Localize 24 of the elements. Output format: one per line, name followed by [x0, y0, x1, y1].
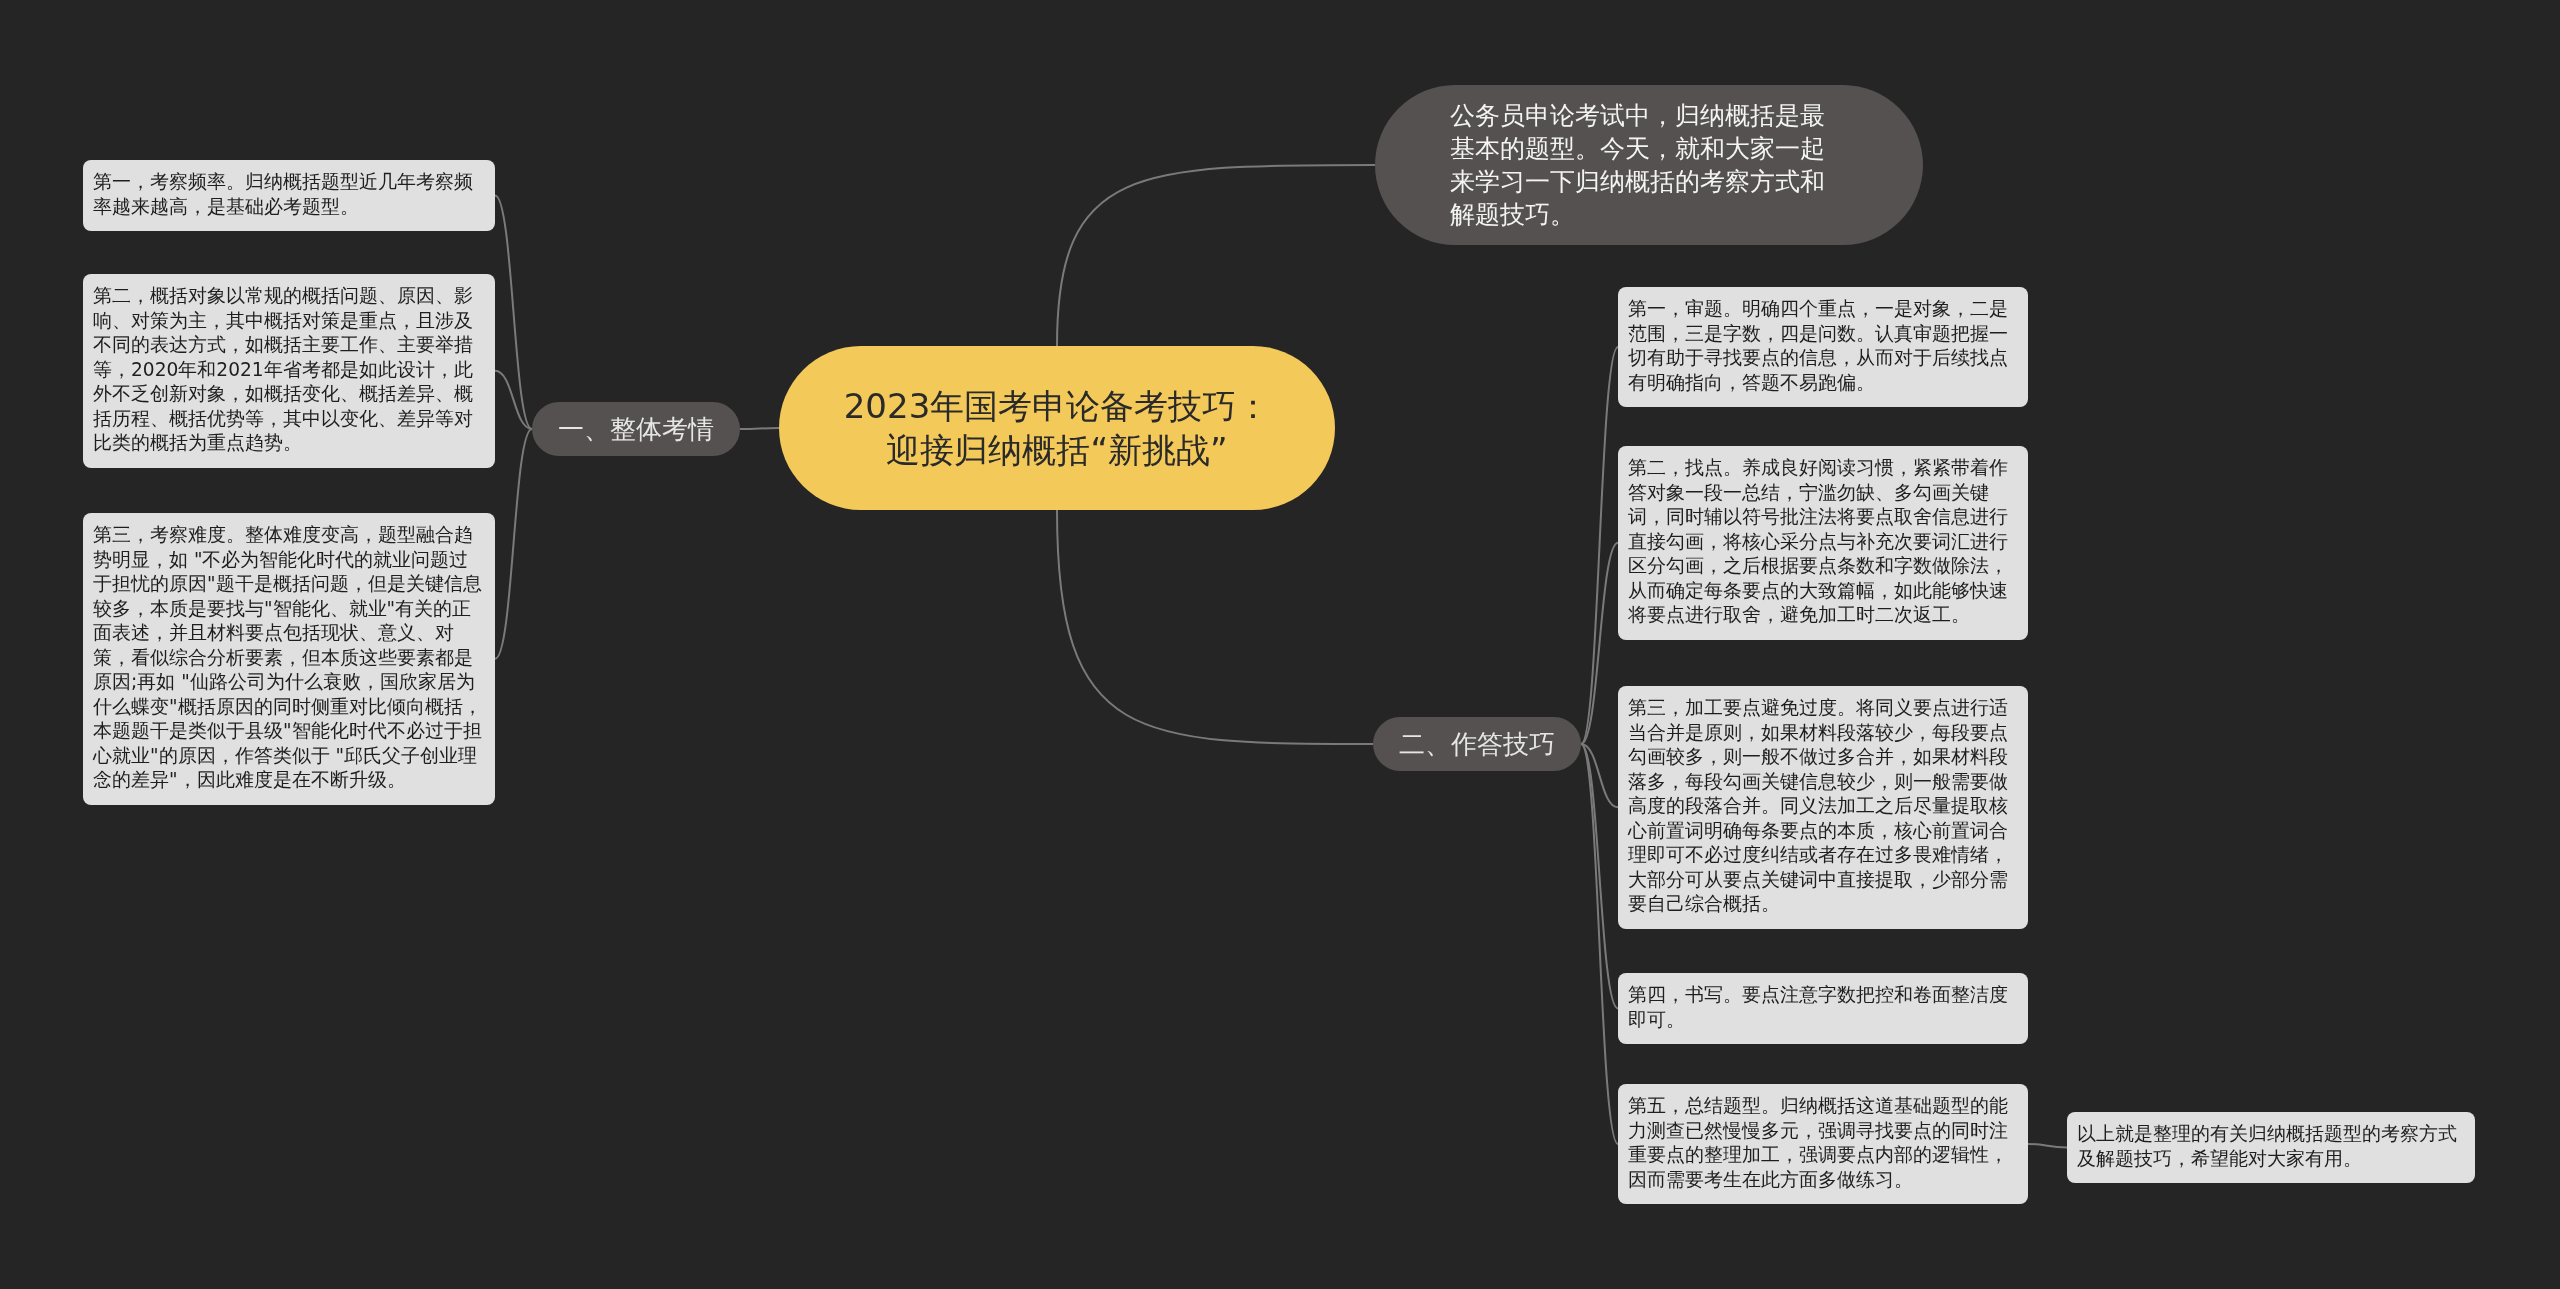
- text-card: 第四，书写。要点注意字数把控和卷面整洁度即可。: [1618, 973, 2028, 1044]
- connector-line: [1580, 743, 1619, 1010]
- text-card: 第一，考察频率。归纳概括题型近几年考察频率越来越高，是基础必考题型。: [83, 160, 495, 231]
- branch-topic: 一、整体考情: [532, 402, 740, 456]
- text-card: 以上就是整理的有关归纳概括题型的考察方式及解题技巧，希望能对大家有用。: [2067, 1112, 2475, 1183]
- text-card: 第五，总结题型。归纳概括这道基础题型的能力测查已然慢慢多元，强调寻找要点的同时注重要点的整理加工，强调要点内部的逻辑性，因而需要考生在此方面多做练习。: [1618, 1084, 2028, 1204]
- connector-line: [1580, 743, 1619, 1145]
- branch-topic: 二、作答技巧: [1373, 717, 1581, 771]
- text-card: 第一，审题。明确四个重点，一是对象，二是范围，三是字数，四是问数。认真审题把握一切有助于寻找要点的信息，从而对于后续找点有明确指向，答题不易跑偏。: [1618, 287, 2028, 407]
- central-topic: 2023年国考申论备考技巧：迎接归纳概括“新挑战”: [779, 346, 1335, 510]
- intro-bubble: 公务员申论考试中，归纳概括是最基本的题型。今天，就和大家一起来学习一下归纳概括的考察方式和解题技巧。: [1375, 85, 1923, 245]
- connector-line: [739, 427, 780, 430]
- connector-line: [494, 369, 533, 430]
- text-card: 第二，找点。养成良好阅读习惯，紧紧带着作答对象一段一总结，宁滥勿缺、多勾画关键词，同时辅以符号批注法将要点取舍信息进行直接勾画，将核心采分点与补充次要词汇进行区分勾画，之后根据要点条数和字数做除法，从而确定每条要点的大致篇幅，如此能够快速将要点进行取舍，避免加工时二次返工。: [1618, 446, 2028, 640]
- connector-line: [494, 194, 533, 430]
- connector-line: [1056, 164, 1376, 347]
- text-card: 第三，加工要点避免过度。将同义要点进行适当合并是原则，如果材料段落较少，每段要点勾画较多，则一般不做过多合并，如果材料段落多，每段勾画关键信息较少，则一般需要做高度的段落合并。同义法加工之后尽量提取核心前置词明确每条要点的本质，核心前置词合理即可不必过度纠结或者存在过多畏难情绪，大部分可从要点关键词中直接提取，少部分需要自己综合概括。: [1618, 686, 2028, 929]
- text-card: 第三，考察难度。整体难度变高，题型融合趋势明显，如 "不必为智能化时代的就业问题过于担忧的原因"题干是概括问题，但是关键信息较多，本质是要找与"智能化、就业"有关的正面表述，并且材料要点包括现状、意义、对策，看似综合分析要素，但本质这些要素都是原因;再如 "仙路公司为什么衰败，国欣家居为什么蝶变"概括原因的同时侧重对比倾向概括，本题题干是类似于县级"智能化时代不必过于担心就业"的原因，作答类似于 "邱氏父子创业理念的差异"，因此难度是在不断升级。: [83, 513, 495, 805]
- connector-line: [1580, 743, 1619, 809]
- connector-line: [494, 428, 533, 660]
- connector-line: [2027, 1143, 2068, 1149]
- connector-line: [1056, 509, 1374, 745]
- text-card: 第二，概括对象以常规的概括问题、原因、影响、对策为主，其中概括对策是重点，且涉及不同的表达方式，如概括主要工作、主要举措等，2020年和2021年省考都是如此设计，此外不乏创新对象，如概括变化、概括差异、概括历程、概括优势等，其中以变化、差异等对比类的概括为重点趋势。: [83, 274, 495, 468]
- connector-line: [1580, 541, 1619, 745]
